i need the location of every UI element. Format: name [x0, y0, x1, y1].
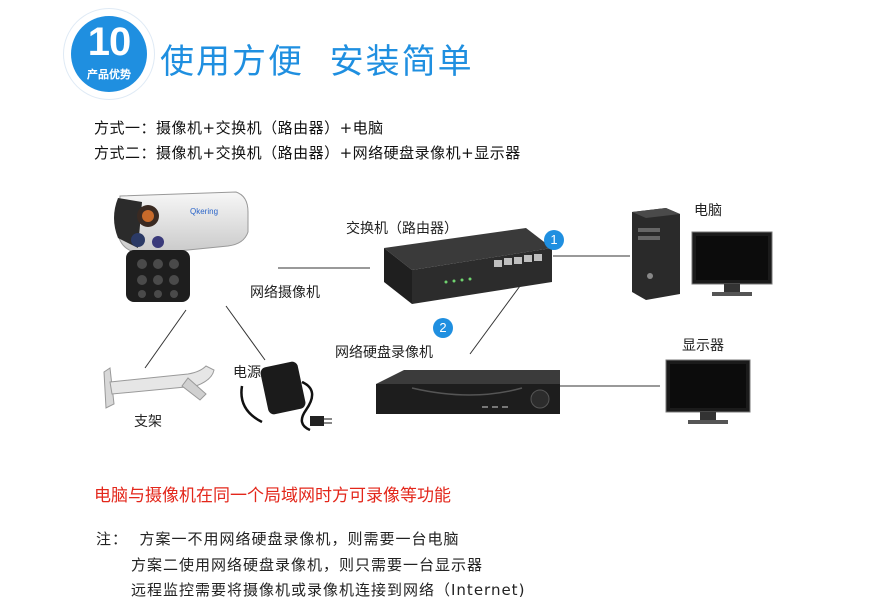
pc-label: 电脑: [694, 203, 722, 219]
monitor-label: 显示器: [682, 338, 724, 354]
nvr-label: 网络硬盘录像机: [335, 345, 433, 361]
monitor-icon: [665, 359, 751, 424]
lan-requirement-note: 电脑与摄像机在同一个局域网时方可录像等功能: [94, 486, 451, 506]
nvr-icon: [376, 370, 560, 414]
network-camera-icon: Qkering: [114, 191, 249, 302]
mode-two-text: 方式二：摄像机+交换机（路由器）+网络硬盘录像机+显示器: [94, 144, 521, 162]
camera-label: 网络摄像机: [250, 285, 320, 301]
note-line-1: 注： 方案一不用网络硬盘录像机，则需要一台电脑: [96, 530, 460, 548]
power-label: 电源: [233, 365, 261, 381]
marker-1: 1: [544, 230, 564, 250]
note-line-2: 方案二使用网络硬盘录像机，则只需要一台显示器: [131, 556, 484, 574]
line-camera-power: [225, 305, 266, 361]
bracket-icon: [103, 365, 215, 409]
feature-badge-circle: [71, 16, 147, 92]
line-switch-nvr: [469, 285, 521, 355]
line-camera-bracket: [144, 309, 187, 369]
mode-one-text: 方式一：摄像机+交换机（路由器）+电脑: [94, 119, 384, 137]
feature-badge-number: 10: [87, 20, 132, 64]
bracket-label: 支架: [134, 414, 162, 430]
camera-brand: Qkering: [190, 207, 218, 216]
note-line-3: 远程监控需要将摄像机或录像机连接到网络（Internet): [131, 581, 526, 599]
pc-icon: [632, 208, 773, 300]
power-adapter-icon: [240, 361, 332, 432]
network-switch-icon: [384, 228, 552, 304]
page-headline: 使用方便 安装简单: [160, 42, 474, 82]
marker-2: 2: [433, 318, 453, 338]
feature-badge-subtitle: 产品优势: [87, 68, 131, 81]
switch-label: 交换机（路由器）: [346, 221, 458, 237]
